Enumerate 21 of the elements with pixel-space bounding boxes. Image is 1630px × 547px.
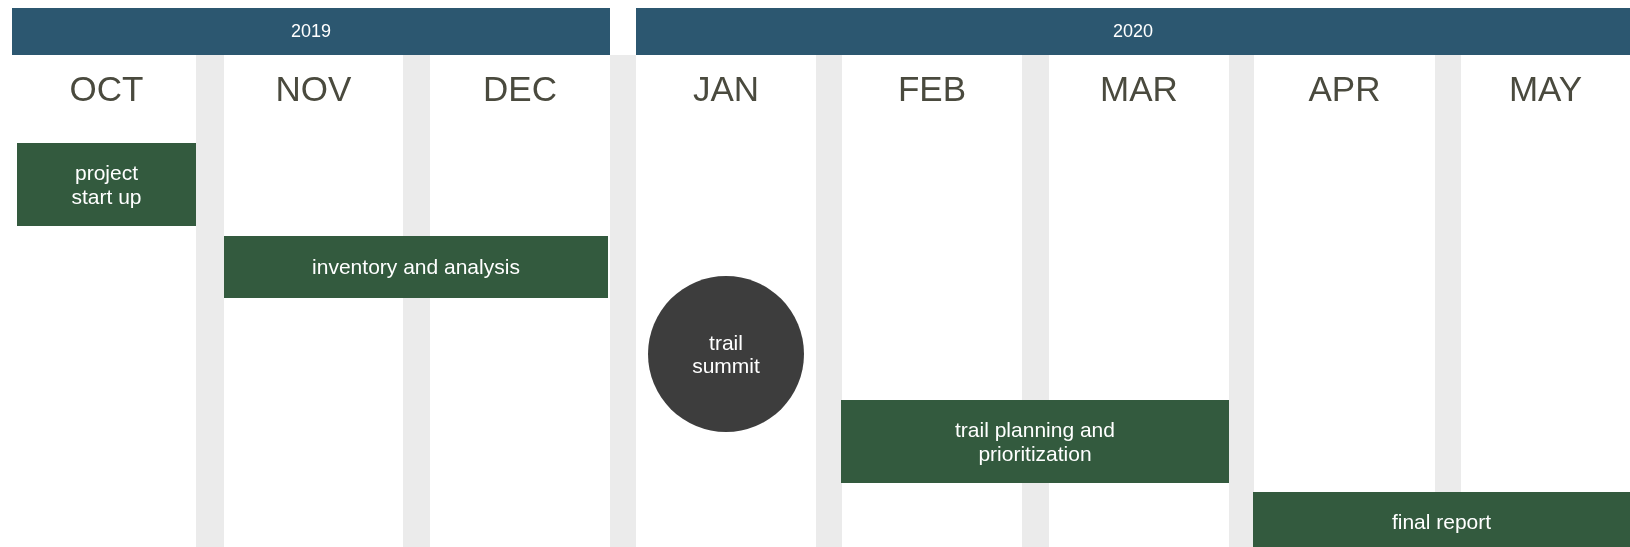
task-label: inventory and analysis xyxy=(312,255,520,279)
month-label: MAY xyxy=(1508,69,1583,109)
month-label: NOV xyxy=(275,69,352,109)
task-label: final report xyxy=(1391,510,1492,534)
task-label: project start up xyxy=(70,161,143,208)
month-label: APR xyxy=(1308,69,1381,109)
year-band xyxy=(12,8,610,55)
month-label: OCT xyxy=(69,69,144,109)
month-label: JAN xyxy=(692,69,760,109)
task-bar xyxy=(224,236,608,298)
task-bar xyxy=(1253,492,1630,547)
month-label: MAR xyxy=(1100,69,1178,109)
year-label: 2020 xyxy=(1112,21,1153,42)
task-bar xyxy=(17,143,196,226)
year-label: 2019 xyxy=(290,21,331,42)
task-label: trail planning and prioritization xyxy=(954,418,1116,465)
milestone-label: trail summit xyxy=(691,330,761,378)
year-band xyxy=(636,8,1630,55)
task-bar xyxy=(841,400,1229,483)
month-label: FEB xyxy=(897,69,967,109)
month-label: DEC xyxy=(483,69,557,109)
